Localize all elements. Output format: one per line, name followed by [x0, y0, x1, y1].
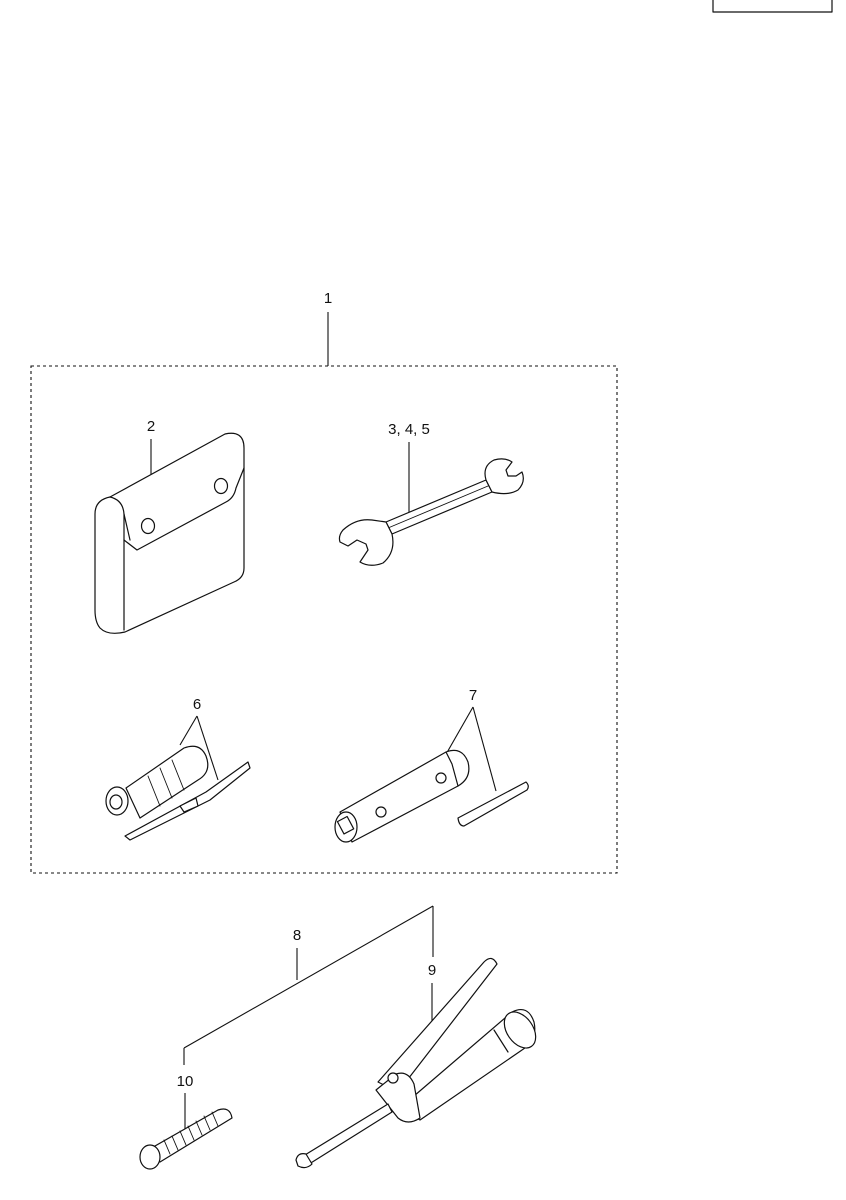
- callout-10: 10: [177, 1073, 194, 1135]
- callout-label-2: 2: [147, 418, 155, 435]
- callout-label-10: 10: [177, 1073, 194, 1090]
- callout-8: 8: [183, 905, 434, 1065]
- grease-gun-icon: [295, 957, 537, 1169]
- callout-6: 6: [179, 696, 219, 781]
- nozzle-hose-icon: [139, 1108, 233, 1170]
- tool-bag-icon: [94, 432, 245, 634]
- callout-2: 2: [147, 418, 155, 480]
- page-ref-box: [712, 0, 833, 13]
- tommy-bar-icon: [457, 781, 529, 827]
- screwdriver-icon: [105, 745, 251, 841]
- callout-label-6: 6: [193, 696, 201, 713]
- callout-label-1: 1: [324, 290, 332, 307]
- box-wrench-icon: [334, 749, 470, 843]
- callout-3-4-5: 3, 4, 5: [388, 421, 430, 515]
- callout-label-9: 9: [428, 962, 436, 979]
- callout-label-8: 8: [293, 927, 301, 944]
- callout-label-3-4-5: 3, 4, 5: [388, 421, 430, 438]
- callout-label-7: 7: [469, 687, 477, 704]
- callout-1: 1: [324, 290, 332, 366]
- tool-kit-dashed-outline: [30, 365, 618, 874]
- open-end-wrench-icon: [338, 458, 524, 566]
